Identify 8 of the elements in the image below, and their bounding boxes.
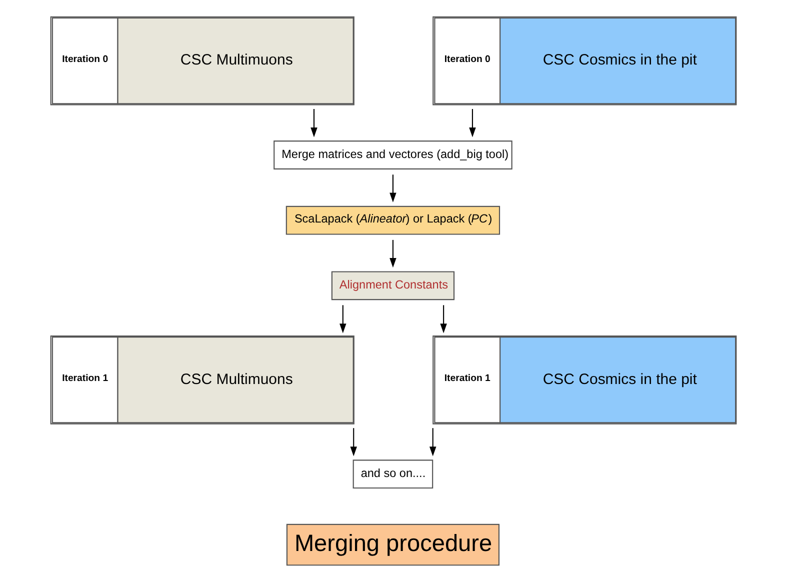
arrow (310, 109, 317, 138)
arrow (440, 305, 446, 334)
arrow (468, 109, 476, 138)
arrow (339, 305, 346, 334)
arrow (428, 428, 436, 456)
arrow (389, 174, 396, 202)
arrow (389, 240, 396, 268)
arrow (350, 428, 356, 456)
